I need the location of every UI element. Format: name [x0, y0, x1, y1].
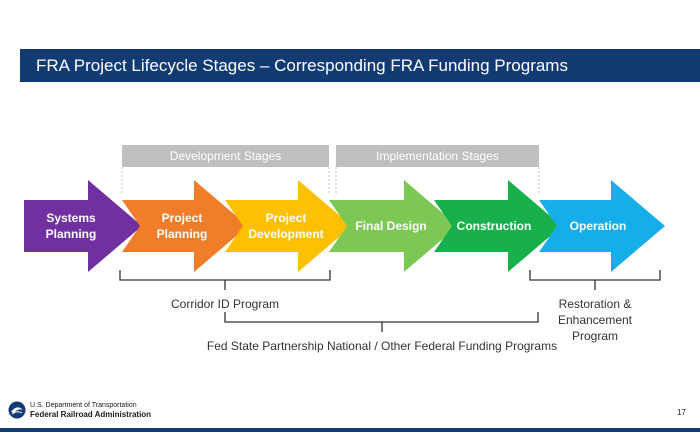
agency-department: U.S. Department of Transportation — [30, 402, 137, 409]
development-stages-header: Development Stages — [122, 145, 329, 167]
stage-line1: Construction — [456, 219, 532, 233]
fed-state-program-label: Fed State Partnership National / Other F… — [206, 339, 558, 353]
corridor-id-bracket — [119, 270, 331, 290]
stage-line2: Planning — [45, 227, 97, 241]
stage-operation-label: Operation — [555, 218, 641, 234]
stage-line1: Systems — [46, 211, 96, 225]
stage-systems-planning-label: Systems Planning — [30, 210, 112, 242]
restoration-line3: Program — [571, 329, 618, 343]
stage-line1: Operation — [569, 219, 627, 233]
restoration-line1: Restoration & — [558, 297, 632, 311]
arrow-systems-planning — [24, 180, 142, 272]
stage-construction-label: Construction — [450, 218, 538, 234]
stage-line1: Project — [161, 211, 203, 225]
restoration-program-label: Restoration & Enhancement Program — [545, 296, 645, 344]
stage-line1: Project — [265, 211, 307, 225]
stage-line2: Development — [248, 227, 324, 241]
agency-name: Federal Railroad Administration — [30, 410, 152, 419]
arrow-final-design — [329, 180, 458, 272]
fed-state-bracket — [224, 312, 539, 332]
implementation-stages-header: Implementation Stages — [336, 145, 539, 167]
slide-title: FRA Project Lifecycle Stages – Correspon… — [36, 56, 568, 75]
restoration-line2: Enhancement — [557, 313, 633, 327]
arrow-construction — [434, 180, 562, 272]
title-bar — [24, 49, 700, 82]
restoration-bracket — [529, 270, 661, 290]
stage-final-design-label: Final Design — [347, 218, 435, 234]
arrow-project-development — [225, 180, 352, 272]
bottom-bar — [0, 428, 700, 432]
stage-line1: Final Design — [355, 219, 427, 233]
corridor-id-program-label: Corridor ID Program — [170, 297, 280, 311]
dot-logo-icon — [8, 401, 26, 419]
stage-line2: Planning — [156, 227, 208, 241]
page-number: 17 — [677, 408, 686, 417]
arrow-operation — [539, 180, 665, 272]
stage-project-planning-label: Project Planning — [140, 210, 224, 242]
arrow-project-planning — [122, 180, 248, 272]
stage-project-development-label: Project Development — [243, 210, 329, 242]
